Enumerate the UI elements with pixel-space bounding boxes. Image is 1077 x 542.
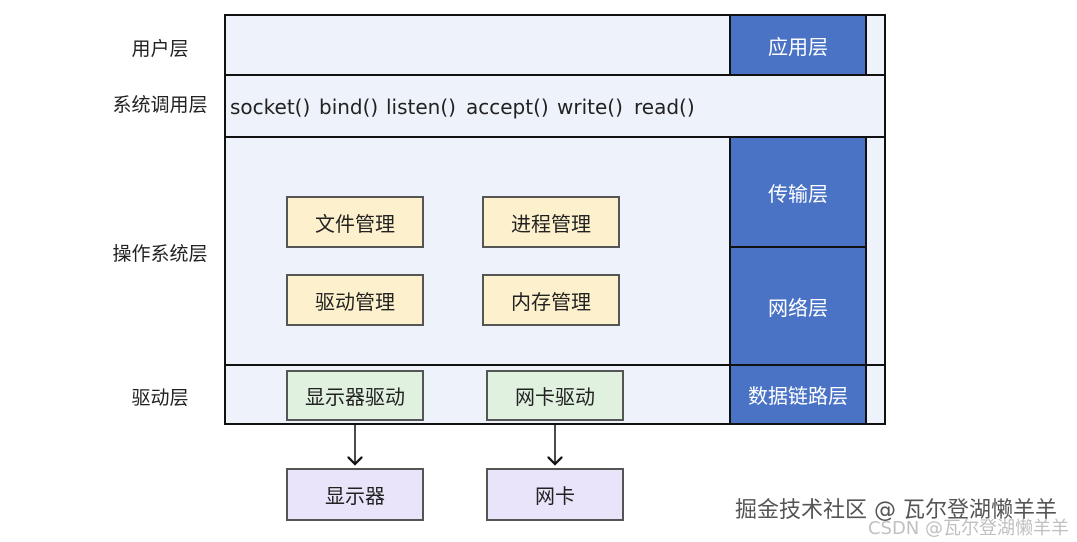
syscall-listen: listen() xyxy=(386,95,456,119)
syscall-layer xyxy=(224,74,886,138)
syscall-bind: bind() xyxy=(319,95,379,119)
network-layer: 网络层 xyxy=(729,248,867,364)
syscall-accept: accept() xyxy=(466,95,549,119)
csdn-watermark: CSDN @瓦尔登湖懒羊羊 xyxy=(867,518,1069,539)
user-layer-label: 用户层 xyxy=(131,38,189,60)
process-management-box: 进程管理 xyxy=(482,196,620,248)
memory-management-box: 内存管理 xyxy=(482,274,620,326)
os-layer-label: 操作系统层 xyxy=(112,243,208,265)
datalink-layer: 数据链路层 xyxy=(729,366,867,423)
application-layer: 应用层 xyxy=(729,16,867,74)
juejin-watermark: 掘金技术社区 @ 瓦尔登湖懒羊羊 xyxy=(735,498,1057,523)
syscall-socket: socket() xyxy=(230,95,311,119)
driver-management-box: 驱动管理 xyxy=(286,274,424,326)
syscall-layer-label: 系统调用层 xyxy=(112,94,208,116)
file-management-box: 文件管理 xyxy=(286,196,424,248)
syscall-write: write() xyxy=(557,95,623,119)
syscall-read: read() xyxy=(634,95,695,119)
nic-driver-box: 网卡驱动 xyxy=(486,370,624,421)
display-hardware-box: 显示器 xyxy=(286,468,424,521)
display-driver-box: 显示器驱动 xyxy=(286,370,424,421)
driver-layer-label: 驱动层 xyxy=(131,387,189,409)
transport-layer: 传输层 xyxy=(729,138,867,248)
nic-hardware-box: 网卡 xyxy=(486,468,624,521)
